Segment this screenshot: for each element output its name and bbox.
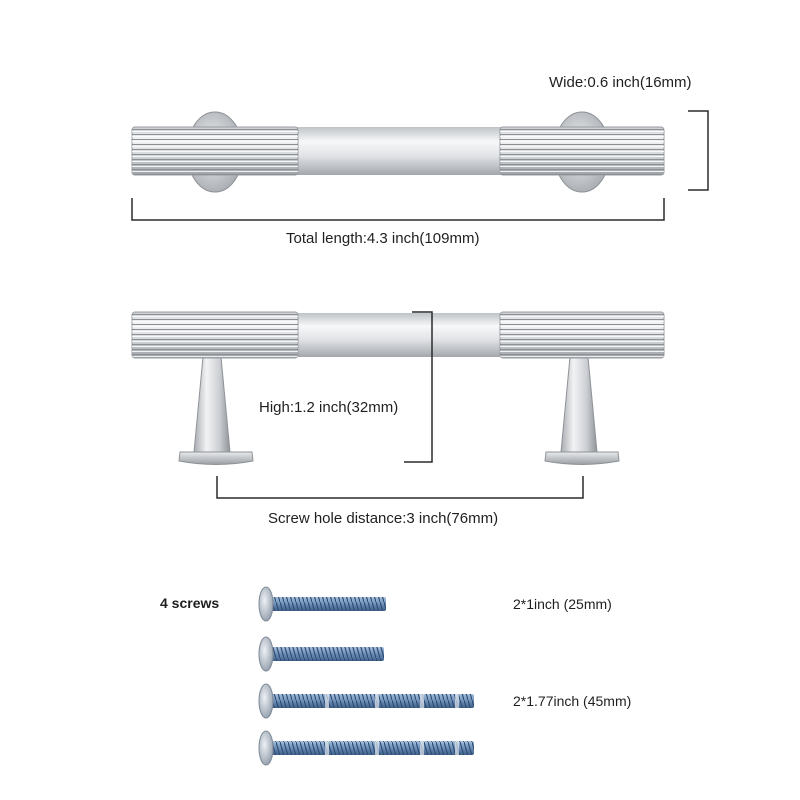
hole-distance-bracket xyxy=(216,476,584,499)
top-right-grip-ridges xyxy=(500,127,664,175)
height-bracket xyxy=(404,311,433,463)
short-screw-label: 2*1inch (25mm) xyxy=(513,596,612,612)
top-view-handle xyxy=(131,111,665,193)
right-base xyxy=(544,451,620,465)
long-screw-label: 2*1.77inch (45mm) xyxy=(513,693,632,709)
side-view-handle xyxy=(131,311,665,465)
screw-long-1 xyxy=(258,683,474,719)
top-left-grip-ridges xyxy=(132,127,298,175)
width-bracket xyxy=(688,110,709,191)
screws-title: 4 screws xyxy=(160,595,220,611)
total-length-label: Total length:4.3 inch(109mm) xyxy=(286,230,480,247)
side-left-grip-ridges xyxy=(132,312,298,358)
length-bracket xyxy=(131,198,665,221)
screw-short-2 xyxy=(258,636,384,672)
top-middle-bar xyxy=(290,127,510,175)
left-base xyxy=(178,451,254,465)
side-right-grip-ridges xyxy=(500,312,664,358)
hole-distance-label: Screw hole distance:3 inch(76mm) xyxy=(268,510,499,527)
side-middle-bar xyxy=(290,313,510,357)
height-label: High:1.2 inch(32mm) xyxy=(259,399,399,416)
screw-long-2 xyxy=(258,730,474,766)
screw-short-1 xyxy=(258,586,386,622)
width-label: Wide:0.6 inch(16mm) xyxy=(549,74,692,91)
right-post xyxy=(560,356,598,453)
left-post xyxy=(193,356,231,453)
